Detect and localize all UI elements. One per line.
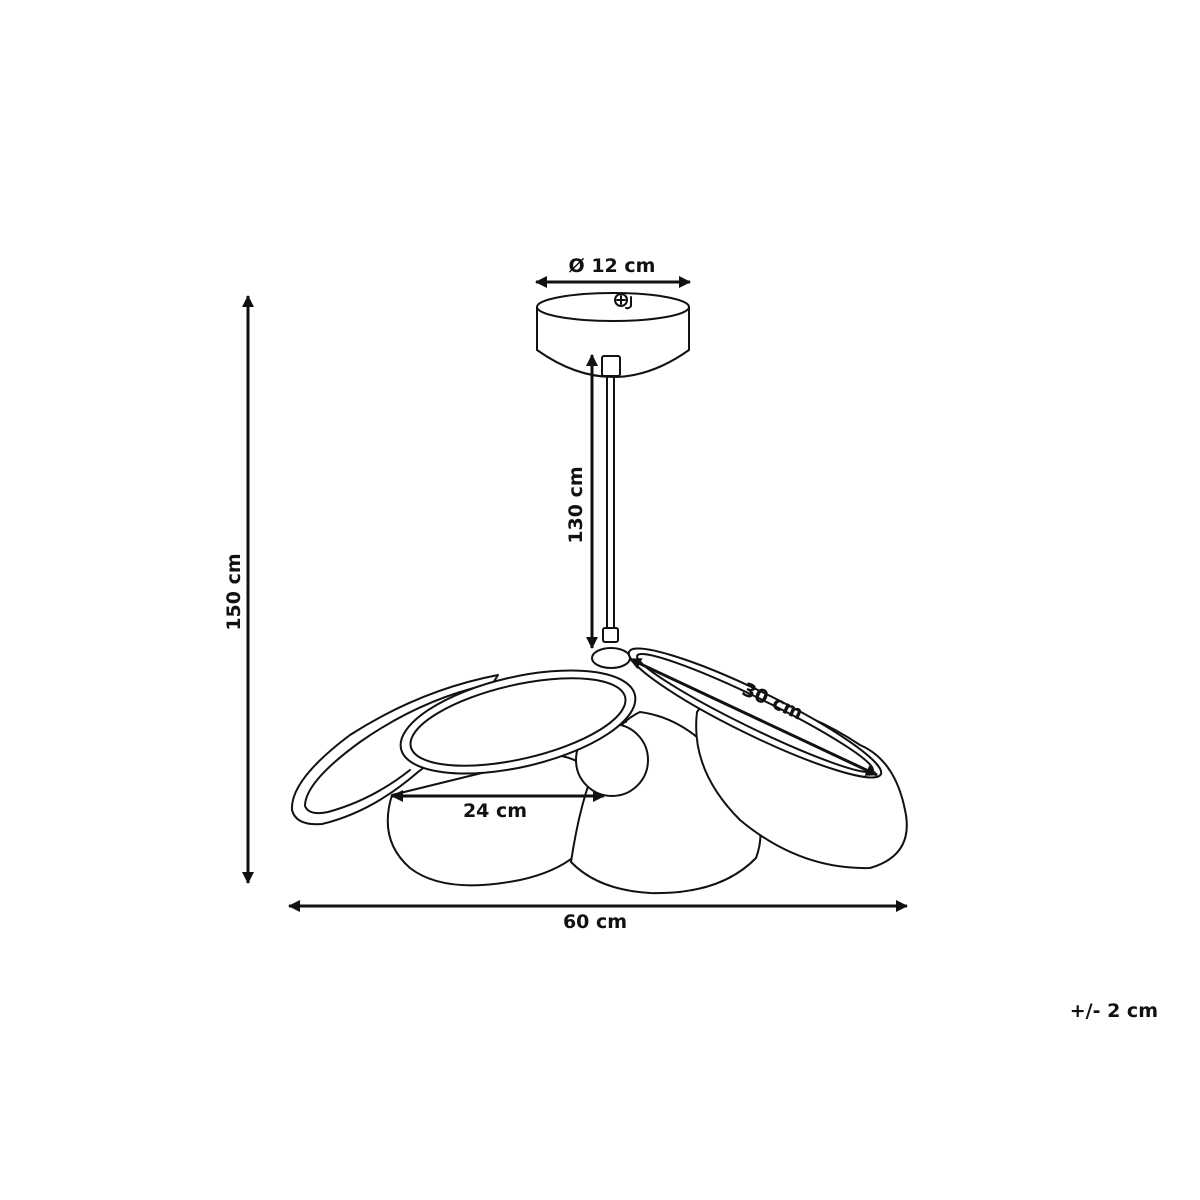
lamp-petals: [290, 647, 908, 895]
suspension-cord: [601, 355, 621, 643]
ceiling-canopy: [536, 292, 690, 378]
petal-length-arrow: [629, 657, 878, 777]
canopy-diameter-label: Ø 12 cm: [569, 255, 656, 277]
total-height-label: 150 cm: [223, 553, 245, 630]
total-width-label: 60 cm: [563, 911, 627, 933]
petal-width-label: 24 cm: [463, 800, 527, 822]
socket: [591, 647, 631, 669]
screw-icon: [614, 293, 632, 310]
cord-length-label: 130 cm: [565, 466, 587, 543]
tolerance-note: +/- 2 cm: [1069, 1000, 1158, 1022]
